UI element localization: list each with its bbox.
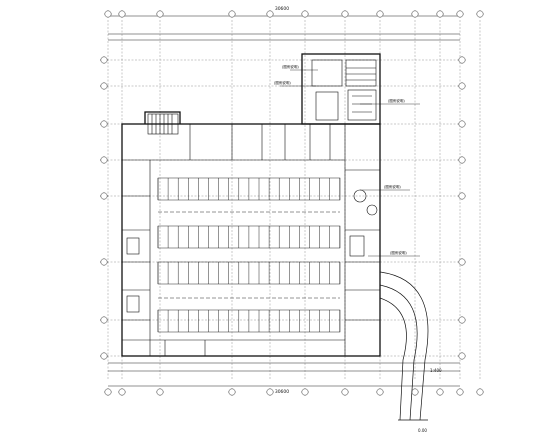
bottom-room-row	[122, 339, 345, 356]
axis-bubble-right	[458, 352, 466, 360]
axis-bubble-left	[100, 352, 108, 360]
corner-elevation-label: 0.00	[418, 428, 427, 433]
curved-ramp	[379, 271, 429, 421]
axis-bubble-top	[266, 10, 274, 18]
axis-bubble-bottom	[456, 388, 464, 396]
left-room-column	[122, 160, 151, 356]
axis-bubble-right	[458, 258, 466, 266]
axis-bubble-left	[100, 316, 108, 324]
axis-bubble-bottom	[341, 388, 349, 396]
axis-bubble-top	[104, 10, 112, 18]
axis-bubble-right	[458, 120, 466, 128]
leader-lines	[280, 69, 420, 257]
stair-block-upper	[311, 59, 377, 121]
axis-bubbles	[100, 10, 484, 396]
axis-bubble-bottom	[156, 388, 164, 396]
axis-bubble-top	[476, 10, 484, 18]
axis-bubble-bottom	[228, 388, 236, 396]
axis-bubble-bottom	[476, 388, 484, 396]
bottom-overall-dimension: 30600	[275, 389, 289, 395]
leader-note-3: (图例说明)	[388, 98, 405, 103]
axis-bubble-left	[100, 156, 108, 164]
leader-note-5: (图例说明)	[390, 250, 407, 255]
top-room-row	[122, 124, 346, 161]
bottom-dimension-lines	[108, 362, 460, 387]
leader-note-4: (图例说明)	[384, 184, 401, 189]
axis-bubble-top	[156, 10, 164, 18]
axis-bubble-left	[100, 82, 108, 90]
axis-bubble-bottom	[436, 388, 444, 396]
right-room-column	[344, 160, 380, 356]
axis-bubble-bottom	[376, 388, 384, 396]
axis-bubble-top	[456, 10, 464, 18]
parking-stall-grid	[157, 177, 341, 333]
top-dimension-lines	[108, 15, 460, 41]
axis-bubble-left	[100, 120, 108, 128]
axis-bubble-left	[100, 56, 108, 64]
axis-bubble-bottom	[266, 388, 274, 396]
axis-bubble-bottom	[411, 388, 419, 396]
stair-top-left	[147, 113, 179, 135]
axis-bubble-top	[228, 10, 236, 18]
top-overall-dimension: 30600	[275, 6, 289, 12]
axis-bubble-bottom	[118, 388, 126, 396]
leader-note-1: (图例说明)	[282, 64, 299, 69]
horizontal-grid-axes	[100, 59, 465, 357]
axis-bubble-top	[376, 10, 384, 18]
axis-bubble-bottom	[301, 388, 309, 396]
axis-bubble-right	[458, 82, 466, 90]
axis-bubble-top	[436, 10, 444, 18]
ramp-slope-label: 1:400	[430, 368, 442, 373]
axis-bubble-right	[458, 316, 466, 324]
leader-note-2: (图例说明)	[274, 80, 291, 85]
axis-bubble-top	[301, 10, 309, 18]
axis-bubble-bottom	[104, 388, 112, 396]
axis-bubble-top	[411, 10, 419, 18]
axis-bubble-top	[341, 10, 349, 18]
axis-bubble-right	[458, 156, 466, 164]
axis-bubble-left	[100, 258, 108, 266]
building-outline	[121, 53, 381, 357]
axis-bubble-right	[458, 56, 466, 64]
axis-bubble-left	[100, 192, 108, 200]
axis-bubble-right	[458, 192, 466, 200]
axis-bubble-top	[118, 10, 126, 18]
